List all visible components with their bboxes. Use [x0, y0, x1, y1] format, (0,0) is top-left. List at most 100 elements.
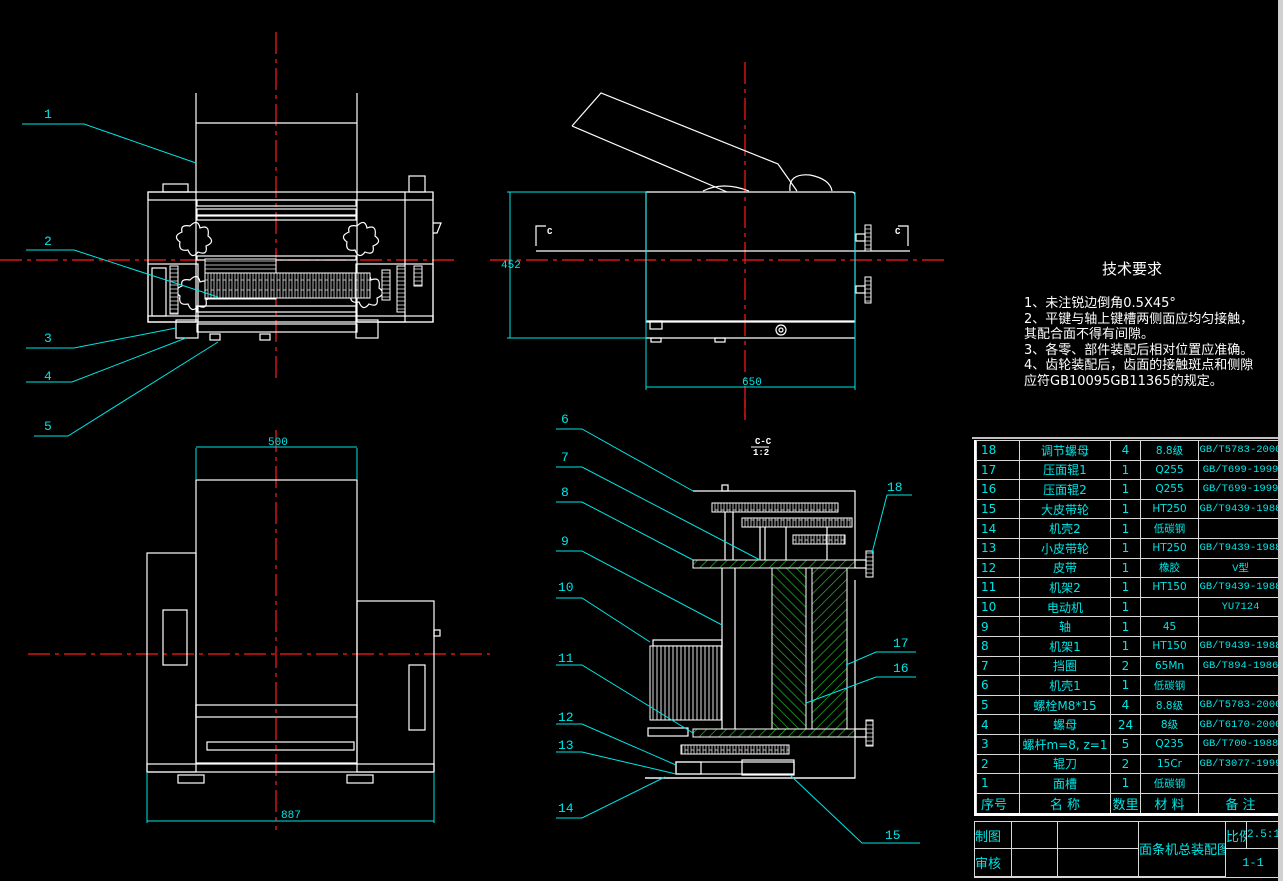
- scale-value: 2.5:1: [1246, 820, 1281, 850]
- bom-name: 压面辊2: [1019, 479, 1111, 500]
- bom-qty: 1: [1110, 518, 1141, 539]
- sheet-number: 1-1: [1225, 848, 1281, 878]
- side-knob-top: [864, 224, 872, 252]
- callout-18: 18: [887, 480, 903, 495]
- motor: [649, 645, 723, 721]
- hopper: [195, 93, 358, 193]
- bom-name: 皮带: [1019, 557, 1111, 579]
- large-pulley: [741, 759, 795, 776]
- leader-4: [26, 337, 187, 383]
- leader-14: [556, 776, 666, 819]
- top-base: [146, 763, 435, 773]
- drawing-border-right: [1278, 0, 1283, 881]
- top-frame: [147, 191, 434, 201]
- bom-header-qty: 数里: [1110, 792, 1141, 816]
- bom-name: 轴: [1019, 616, 1111, 637]
- leader-3: [26, 327, 177, 349]
- dim-650: 650: [742, 377, 762, 389]
- bom-no: 13: [976, 537, 1020, 559]
- bom-qty: 1: [1110, 577, 1141, 598]
- bom-note: GB/T9439-1988: [1198, 577, 1283, 598]
- bom-name: 大皮带轮: [1019, 498, 1111, 520]
- bom-no: 5: [976, 694, 1020, 716]
- top-right-tab: [433, 629, 441, 637]
- left-cap: [162, 183, 189, 193]
- bom-note: GB/T9439-1988: [1198, 498, 1283, 520]
- right-nut: [355, 319, 379, 339]
- bom-no: 4: [976, 714, 1020, 735]
- upper-roller-3: [196, 215, 357, 221]
- bom-no: 6: [976, 675, 1020, 696]
- top-foot-right: [346, 774, 374, 784]
- title-block: 制图 面条机总装配图 比例 2.5:1 审核 1-1: [974, 820, 1281, 879]
- top-foot-left: [177, 774, 205, 784]
- bom-header-name: 名 称: [1019, 792, 1111, 816]
- bom-material: Q255: [1140, 459, 1199, 481]
- screw-shaft: [196, 323, 358, 333]
- bom-header-note: 备 注: [1198, 792, 1283, 816]
- bom-name: 螺栓M8*15: [1019, 694, 1111, 716]
- drain-plug: [775, 324, 787, 336]
- drawn-by-label: 制图: [974, 820, 1012, 850]
- callout-3: 3: [44, 331, 52, 346]
- bom-qty: 1: [1110, 616, 1141, 637]
- top-front-rail: [195, 704, 358, 718]
- bom-qty: 1: [1110, 479, 1141, 500]
- side-foot-1: [650, 337, 662, 343]
- top-gear-2: [741, 517, 853, 528]
- tech-requirements: 1、未注锐边倒角0.5X45° 2、平键与轴上键槽两侧面应均匀接触， 其配合面不…: [1024, 296, 1283, 389]
- bom-material: [1140, 596, 1199, 618]
- bom-note: GB/T9439-1988: [1198, 537, 1283, 559]
- press-roller-1: [811, 567, 848, 730]
- right-latch: [433, 222, 442, 234]
- leader-10: [556, 597, 651, 643]
- callout-12: 12: [558, 710, 574, 725]
- bom-qty: 2: [1110, 753, 1141, 775]
- bom-material: 低碳钢: [1140, 518, 1199, 539]
- left-nut: [175, 319, 199, 339]
- frame-plate-bottom: [692, 728, 856, 738]
- bom-qty: 1: [1110, 557, 1141, 579]
- bom-note: GB/T6170-2000: [1198, 714, 1283, 735]
- bom-material: Q235: [1140, 733, 1199, 755]
- tech-requirement-line: 2、平键与轴上键槽两侧面应均匀接触，: [1024, 311, 1254, 327]
- callout-17: 17: [893, 636, 909, 651]
- dim-452-lines: [507, 191, 646, 339]
- top-gear-1: [711, 502, 839, 513]
- left-gear: [169, 265, 179, 315]
- right-knob: [342, 221, 380, 257]
- adjust-nut-top-stem: [854, 559, 867, 569]
- callout-6: 6: [561, 412, 569, 427]
- bom-material: 65Mn: [1140, 655, 1199, 677]
- bom-material: 低碳钢: [1140, 773, 1199, 794]
- bom-qty: 1: [1110, 498, 1141, 520]
- bom-qty: 2: [1110, 655, 1141, 677]
- top-roller: [206, 741, 355, 751]
- bom-qty: 5: [1110, 733, 1141, 755]
- section-marker-left-label: C: [547, 227, 553, 237]
- adjust-nut-top: [865, 550, 874, 578]
- right-cap: [408, 175, 426, 193]
- bom-note: [1198, 616, 1283, 637]
- bom-no: 3: [976, 733, 1020, 755]
- side-body: [645, 191, 856, 323]
- leader-11: [556, 664, 694, 734]
- foot-2: [259, 333, 271, 341]
- bom-material: HT150: [1140, 635, 1199, 657]
- bom-no: 9: [976, 616, 1020, 637]
- side-knob-top-stem: [855, 233, 866, 242]
- shaft: [721, 568, 736, 729]
- bom-name: 螺杆m=8, z=1: [1019, 733, 1111, 755]
- bom-material: 15Cr: [1140, 753, 1199, 775]
- bom-note: GB/T9439-1988: [1198, 635, 1283, 657]
